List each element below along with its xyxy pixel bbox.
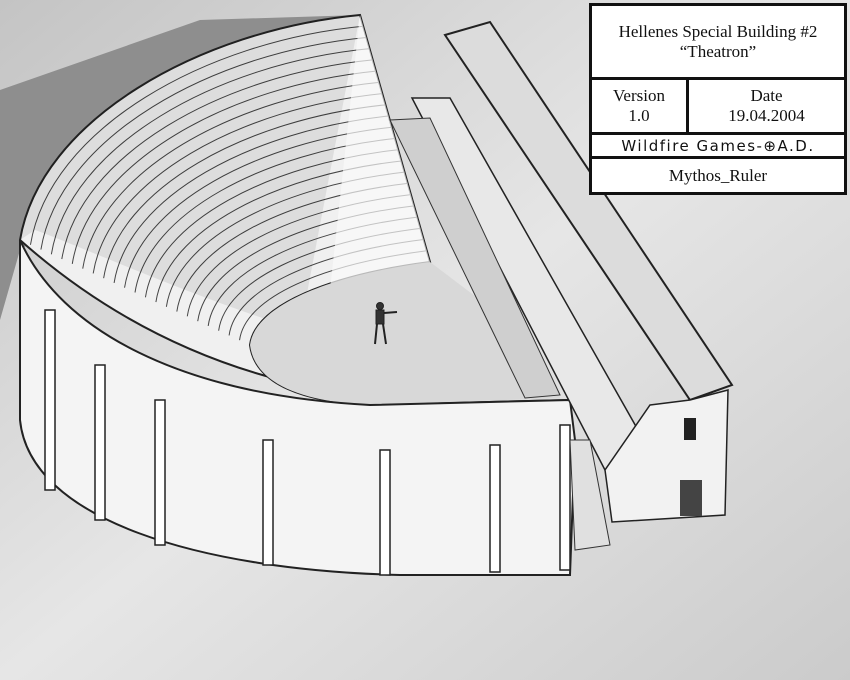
studio-name: Wildfire Games-⊕A.D.	[621, 136, 815, 155]
seat-row	[82, 81, 380, 269]
seat-row	[71, 70, 376, 264]
seat-row	[61, 59, 373, 260]
stage-colonnade	[389, 117, 561, 399]
title-cell: Hellenes Special Building #2 “Theatron”	[592, 6, 844, 80]
version-cell: Version 1.0	[592, 80, 689, 135]
version-label: Version	[613, 86, 665, 105]
wall-pillar	[154, 399, 166, 546]
author-cell: Mythos_Ruler	[592, 159, 844, 192]
seat-row	[29, 25, 364, 245]
light-shaft	[330, 15, 430, 290]
actor-figure	[374, 302, 398, 345]
building-subtitle: “Theatron”	[679, 41, 757, 61]
wall-pillar	[94, 364, 106, 521]
seat-row	[92, 93, 383, 274]
stairs	[569, 439, 611, 551]
date-label: Date	[750, 86, 783, 105]
house-door	[680, 480, 702, 516]
seat-row	[113, 115, 389, 284]
orchestra-floor	[250, 262, 560, 405]
seat-row	[124, 126, 392, 288]
author-name: Mythos_Ruler	[668, 165, 768, 185]
version-value: 1.0	[628, 106, 650, 125]
wall-pillar	[262, 439, 274, 566]
seat-row	[103, 104, 386, 279]
date-cell: Date 19.04.2004	[689, 80, 844, 135]
wall-pillar	[489, 444, 501, 573]
date-value: 19.04.2004	[728, 106, 805, 125]
building-title: Hellenes Special Building #2	[618, 21, 818, 41]
seat-rows	[29, 25, 427, 341]
cast-shadow	[0, 15, 360, 320]
cavea-shadow-wedge	[20, 15, 360, 330]
seat-row	[50, 48, 370, 255]
wall-pillars	[44, 309, 571, 576]
wall-pillar	[44, 309, 56, 491]
house-window	[684, 418, 696, 440]
title-block: Hellenes Special Building #2 “Theatron” …	[589, 3, 847, 195]
seat-row	[134, 138, 396, 293]
wall-pillar	[559, 424, 571, 571]
seat-row	[40, 36, 367, 250]
stage-roof	[443, 20, 734, 402]
studio-cell: Wildfire Games-⊕A.D.	[592, 135, 844, 159]
wall-pillar	[379, 449, 391, 576]
